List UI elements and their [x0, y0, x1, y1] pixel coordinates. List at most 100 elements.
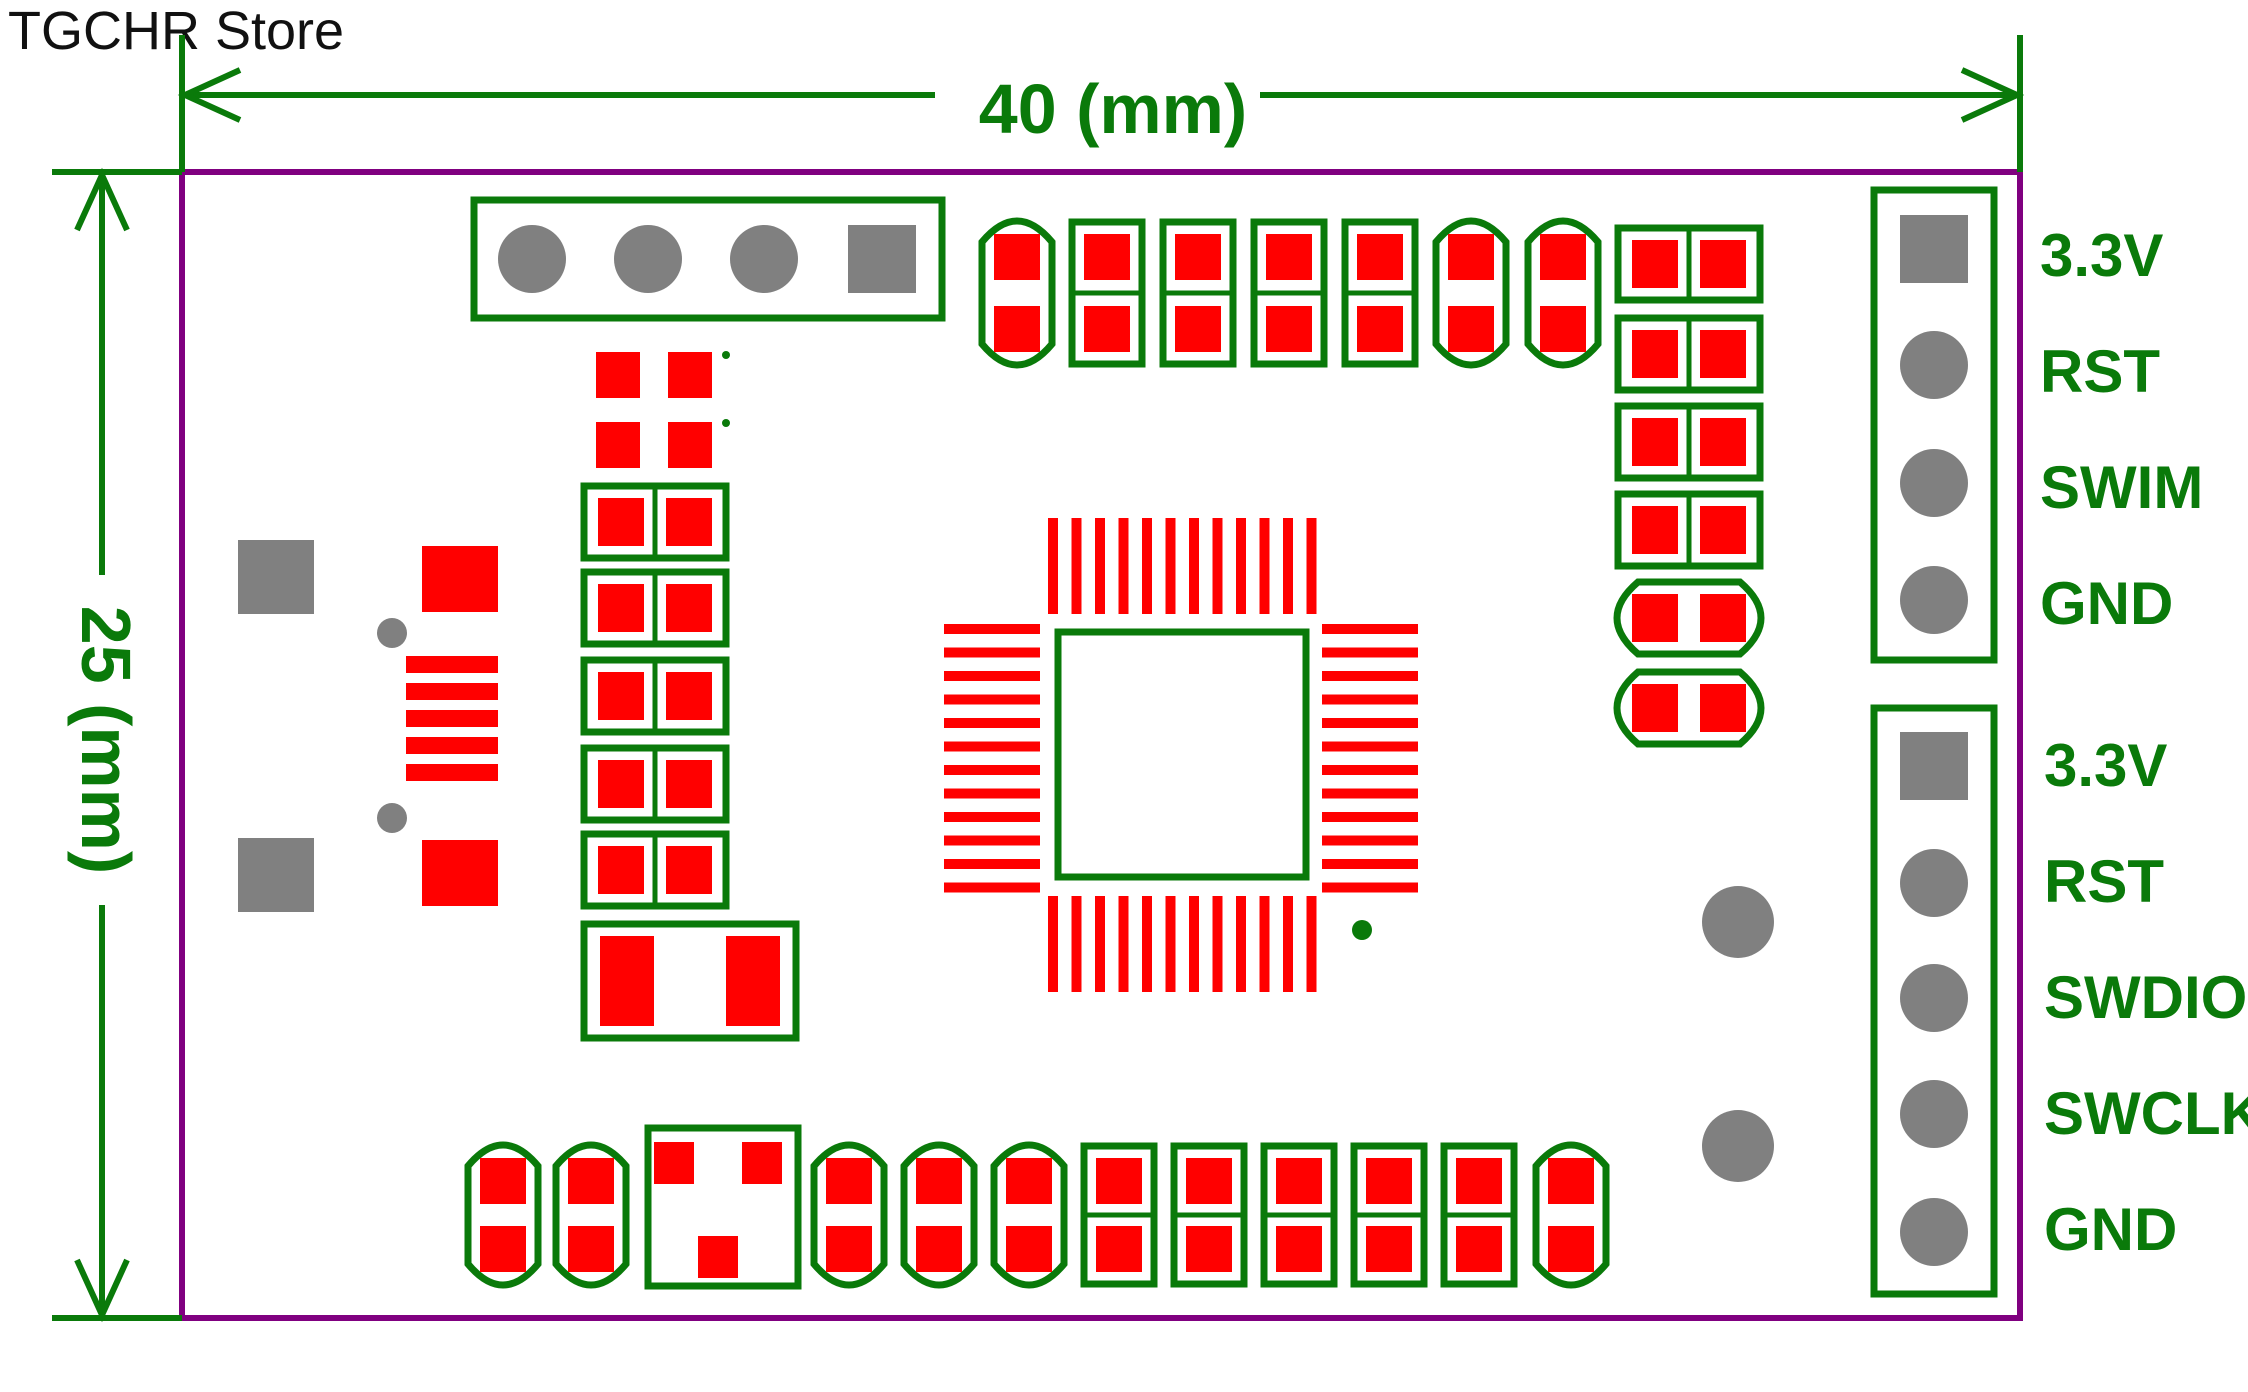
chip-pin-left: [944, 694, 1040, 705]
chip-pin-right: [1322, 835, 1418, 846]
chip-pin-right: [1322, 741, 1418, 752]
resistor-footprint: [580, 830, 730, 910]
chip-pin-left: [944, 835, 1040, 846]
resistor-footprint: [1614, 402, 1764, 482]
chip-pin-right: [1322, 671, 1418, 681]
mounting-holes: [1702, 886, 1774, 1182]
chip-pin-top: [1165, 518, 1176, 614]
chip-pin-top: [1212, 518, 1223, 614]
swd-header-pin-4: SWCLK: [2044, 1080, 2248, 1147]
chip-pin-bottom: [1259, 896, 1270, 992]
width-label: 40 (mm): [979, 70, 1247, 148]
chip-pin-left: [944, 882, 1040, 893]
store-label: TGCHR Store: [8, 1, 345, 61]
small-pads: [596, 351, 730, 468]
resistor-footprint: [1350, 1142, 1428, 1288]
chip-pin-left: [944, 812, 1040, 822]
chip-pin-bottom: [1165, 896, 1176, 992]
chip-pin-bottom: [1095, 896, 1105, 992]
resistor-footprint: [1260, 1142, 1338, 1288]
swd-header-pin-2: RST: [2044, 848, 2164, 915]
chip-pin-top: [1142, 518, 1152, 614]
swim-header-pin-2: RST: [2040, 338, 2160, 405]
chip-pin-right: [1322, 624, 1418, 634]
right-resistor-column: [1613, 224, 1765, 748]
chip-pin-right: [1322, 765, 1418, 775]
resistor-footprint: [1341, 218, 1419, 368]
chip-pin-right: [1322, 694, 1418, 705]
chip-pin-bottom: [1283, 896, 1293, 992]
chip-pin-left: [944, 859, 1040, 869]
chip-pin-left: [944, 788, 1040, 799]
capacitor-footprint: [990, 1141, 1068, 1289]
chip-pin-right: [1322, 647, 1418, 658]
capacitor-footprint: [1613, 578, 1765, 658]
swim-header-pin-3: SWIM: [2040, 454, 2203, 521]
left-resistor-column: [580, 482, 730, 910]
swd-header-pin-5: GND: [2044, 1196, 2177, 1263]
resistor-footprint: [1614, 490, 1764, 570]
swim-header: [1870, 186, 1998, 664]
swim-header-pin-4: GND: [2040, 570, 2173, 637]
board-outline: [179, 169, 2023, 1321]
capacitor-footprint: [464, 1141, 542, 1289]
chip-pin-right: [1322, 812, 1418, 822]
chip-pin-right: [1322, 788, 1418, 799]
resistor-footprint: [580, 744, 730, 824]
resistor-footprint: [1614, 314, 1764, 394]
width-dimension: [177, 35, 2025, 172]
bottom-capacitor-row: [464, 1141, 1610, 1289]
usb-connector-icon: [238, 540, 498, 912]
pin-header-4: [470, 196, 946, 322]
chip-pin-bottom: [1118, 896, 1129, 992]
chip-pin-bottom: [1306, 896, 1317, 992]
swim-header-pin-1: 3.3V: [2040, 222, 2163, 289]
chip-pin-left: [944, 671, 1040, 681]
chip-pin-bottom: [1071, 896, 1082, 992]
resistor-footprint: [1068, 218, 1146, 368]
swd-header-pin-3: SWDIO: [2044, 964, 2247, 1031]
swd-header-pin-1: 3.3V: [2044, 732, 2167, 799]
chip-pin-right: [1322, 882, 1418, 893]
capacitor-footprint: [810, 1141, 888, 1289]
capacitor-footprint: [978, 217, 1056, 369]
resistor-footprint: [1080, 1142, 1158, 1288]
chip-pin-top: [1118, 518, 1129, 614]
top-capacitor-row: [978, 217, 1602, 369]
height-label: 25 (mm): [67, 606, 145, 874]
capacitor-footprint: [900, 1141, 978, 1289]
chip-pin-top: [1071, 518, 1082, 614]
height-dimension: [52, 167, 182, 1323]
chip-pin-top: [1095, 518, 1105, 614]
chip-pin-left: [944, 624, 1040, 634]
capacitor-footprint: [1613, 668, 1765, 748]
chip-pin-top: [1306, 518, 1317, 614]
chip-pin-right: [1322, 859, 1418, 869]
chip-pin-left: [944, 741, 1040, 752]
swd-header: [1870, 704, 1998, 1298]
resistor-footprint: [1170, 1142, 1248, 1288]
chip-pin-bottom: [1142, 896, 1152, 992]
chip-pin-top: [1259, 518, 1270, 614]
sot23-footprint: [644, 1124, 802, 1290]
chip-pin-bottom: [1189, 896, 1199, 992]
chip-pin-bottom: [1048, 896, 1058, 992]
capacitor-footprint: [552, 1141, 630, 1289]
resistor-footprint: [1440, 1142, 1518, 1288]
chip-pin-left: [944, 718, 1040, 728]
chip-pin-left: [944, 647, 1040, 658]
chip-pin-top: [1236, 518, 1246, 614]
chip-pin-top: [1048, 518, 1058, 614]
chip-pin-bottom: [1212, 896, 1223, 992]
capacitor-footprint: [1524, 217, 1602, 369]
chip-pin-top: [1283, 518, 1293, 614]
inductor-footprint: [580, 920, 800, 1042]
resistor-footprint: [580, 656, 730, 736]
chip-pin-bottom: [1236, 896, 1246, 992]
capacitor-footprint: [1532, 1141, 1610, 1289]
resistor-footprint: [580, 568, 730, 648]
resistor-footprint: [1159, 218, 1237, 368]
chip-pin-left: [944, 765, 1040, 775]
chip-pin-right: [1322, 718, 1418, 728]
